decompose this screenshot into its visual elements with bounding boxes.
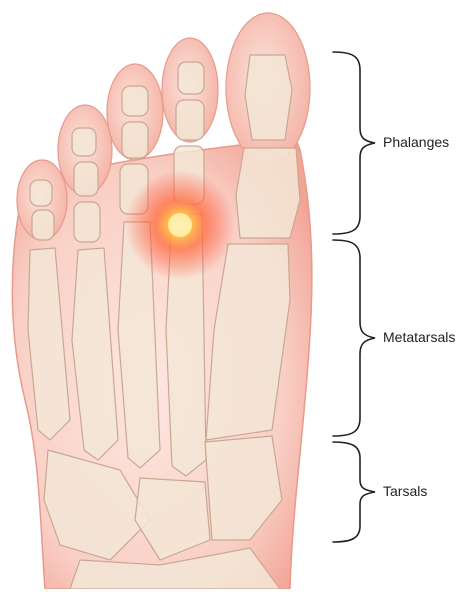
tarsals-label: Tarsals — [383, 483, 427, 499]
metatarsals-bracket — [333, 240, 375, 436]
metatarsals-label: Metatarsals — [383, 329, 455, 345]
phalanges-label: Phalanges — [383, 134, 449, 150]
phalanges-bracket — [333, 52, 375, 234]
brackets — [333, 52, 375, 542]
tarsals-bracket — [333, 442, 375, 542]
pain-spot — [125, 170, 235, 280]
